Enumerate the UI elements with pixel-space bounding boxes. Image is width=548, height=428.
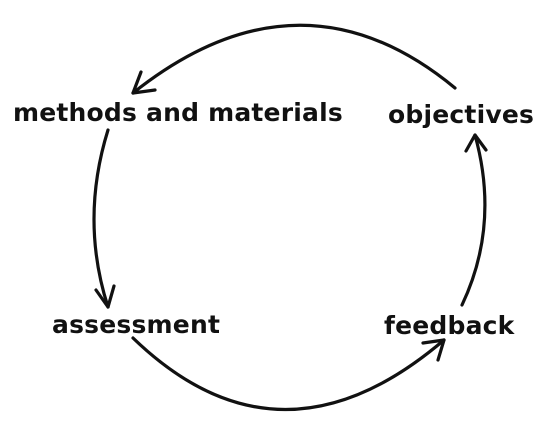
arrowhead-feedback-icon bbox=[421, 338, 446, 362]
arrowhead-assessment-icon bbox=[94, 284, 116, 309]
arc-methods-to-assessment bbox=[92, 128, 110, 309]
node-objectives: objectives bbox=[388, 100, 534, 129]
arrowhead-objectives-icon bbox=[464, 133, 488, 153]
arrowhead-methods-icon bbox=[131, 70, 157, 95]
node-assessment: assessment bbox=[52, 310, 220, 339]
arc-feedback-to-objectives bbox=[460, 133, 487, 307]
arc-objectives-to-methods bbox=[131, 23, 457, 95]
arc-assessment-to-feedback bbox=[131, 336, 446, 412]
node-feedback: feedback bbox=[384, 311, 516, 340]
node-methods-and-materials: methods and materials bbox=[13, 98, 343, 127]
